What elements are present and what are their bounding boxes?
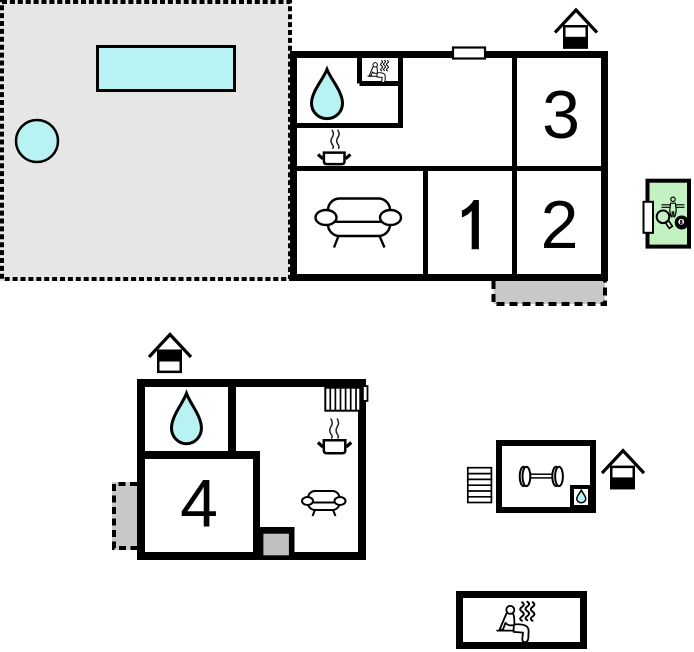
svg-text:2: 2 (541, 187, 579, 263)
svg-text:3: 3 (542, 77, 580, 153)
svg-text:4: 4 (180, 466, 218, 542)
